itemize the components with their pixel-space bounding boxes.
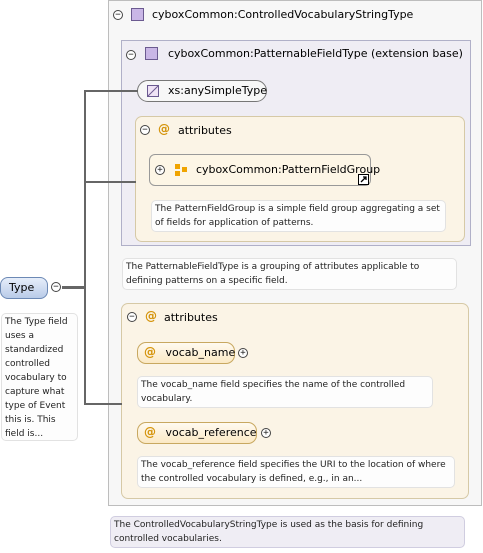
inner-attributes-label: attributes (178, 124, 232, 137)
connector-line (84, 181, 136, 183)
extension-doc: The PatternableFieldType is a grouping o… (122, 258, 457, 290)
connector-line (84, 90, 138, 92)
vocab-reference-doc: The vocab_reference field specifies the … (137, 456, 455, 488)
connector-line (62, 286, 84, 289)
expand-toggle[interactable]: + (238, 348, 248, 358)
extension-type-name[interactable]: cyboxCommon:PatternableFieldType (extens… (168, 47, 463, 60)
attribute-icon: @ (158, 122, 170, 136)
outer-type-name[interactable]: cyboxCommon:ControlledVocabularyStringTy… (152, 8, 414, 21)
vocab-reference-label: vocab_reference (165, 426, 257, 439)
complex-type-icon (145, 47, 158, 60)
type-element-node[interactable]: Type (0, 277, 48, 299)
vocab-name-doc: The vocab_name field specifies the name … (137, 376, 433, 408)
type-element-name: Type (9, 281, 35, 294)
type-element-doc: The Type field uses a standardized contr… (1, 313, 78, 441)
reference-arrow-icon (358, 174, 369, 185)
expand-toggle[interactable]: + (155, 165, 165, 175)
collapse-toggle[interactable]: − (113, 10, 123, 20)
collapse-toggle[interactable]: − (127, 312, 137, 322)
pattern-field-group-node[interactable]: + cyboxCommon:PatternFieldGroup (149, 154, 380, 186)
vocab-reference-attribute[interactable]: @ vocab_reference (137, 422, 257, 444)
collapse-toggle[interactable]: − (126, 50, 136, 60)
attribute-icon: @ (145, 309, 157, 323)
connector-line (84, 403, 122, 405)
complex-type-icon (131, 8, 144, 21)
attribute-icon: @ (144, 345, 156, 359)
attribute-icon: @ (144, 425, 156, 439)
pattern-field-group-name: cyboxCommon:PatternFieldGroup (196, 163, 381, 176)
vocab-name-attribute[interactable]: @ vocab_name (137, 342, 235, 364)
any-simple-type-node[interactable]: xs:anySimpleType (137, 80, 267, 102)
outer-attributes-label: attributes (164, 311, 218, 324)
connector-line (84, 90, 86, 404)
expand-toggle[interactable]: + (261, 428, 271, 438)
outer-type-doc: The ControlledVocabularyStringType is us… (110, 516, 465, 548)
pattern-field-group-doc: The PatternFieldGroup is a simple field … (151, 200, 446, 232)
simple-type-name: xs:anySimpleType (168, 84, 267, 97)
simple-type-icon (147, 85, 159, 97)
attribute-group-icon (175, 164, 187, 176)
collapse-toggle[interactable]: − (51, 282, 61, 292)
collapse-toggle[interactable]: − (140, 125, 150, 135)
vocab-name-label: vocab_name (165, 346, 236, 359)
